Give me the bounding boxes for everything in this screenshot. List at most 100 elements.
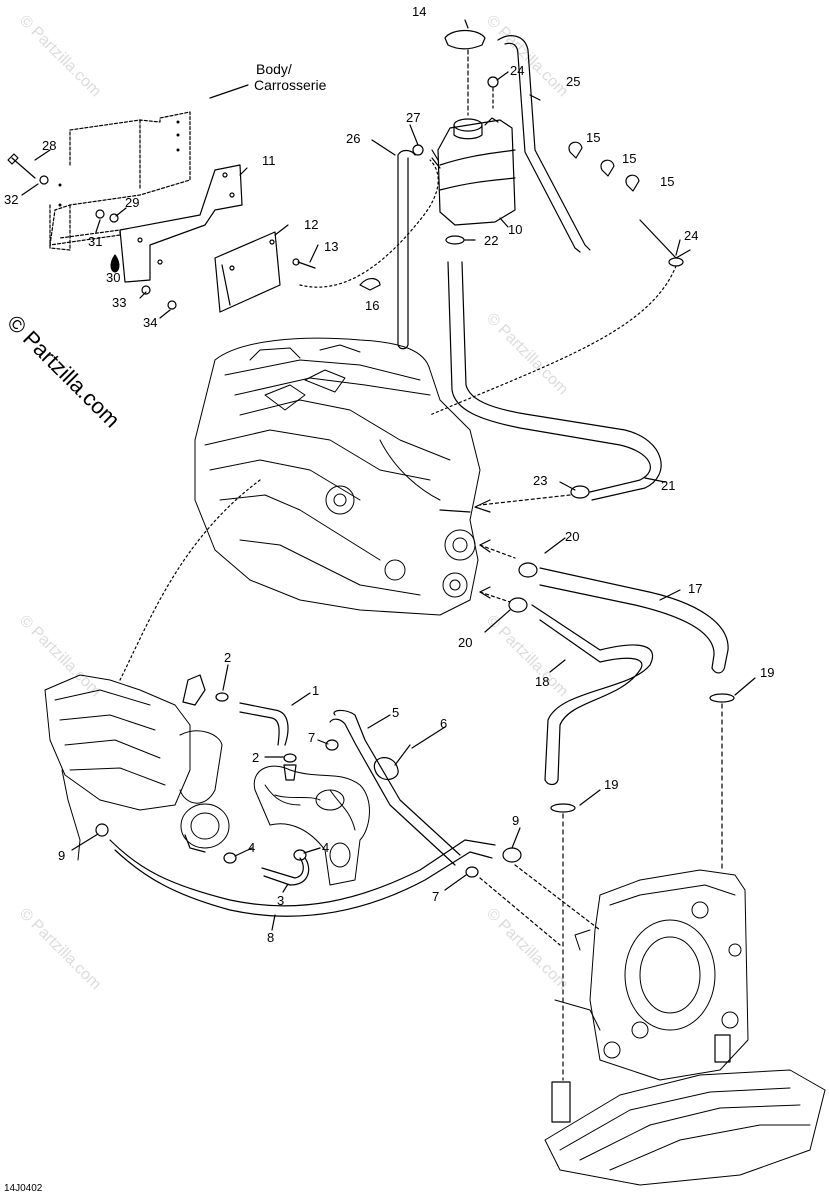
hose-21 — [447, 261, 662, 501]
callout-7: 7 — [308, 730, 315, 745]
clamp-15 — [600, 159, 615, 177]
hose-1 — [239, 702, 289, 746]
clamp-15 — [625, 174, 640, 192]
callout-26: 26 — [346, 131, 360, 146]
callout-25: 25 — [566, 74, 580, 89]
callout-20: 20 — [565, 529, 579, 544]
clamp-19-bottom — [550, 803, 576, 813]
clamp-9-left — [95, 823, 109, 837]
body-bracket-outline — [49, 111, 191, 251]
callout-5: 5 — [392, 705, 399, 720]
washer-33 — [141, 285, 151, 295]
clamp-22 — [445, 235, 465, 245]
ride-plate — [544, 1069, 826, 1186]
clamp-24-top — [487, 76, 499, 88]
clamp-2-bottom — [283, 753, 297, 763]
clamp-9-right — [502, 847, 522, 863]
hose-25 — [497, 35, 591, 253]
hose-17 — [539, 567, 729, 669]
clamp-2-top — [215, 692, 229, 702]
hose-8 — [109, 839, 496, 917]
hose-3 — [261, 857, 310, 886]
clamp-7-bottom — [465, 866, 479, 878]
callout-19: 19 — [604, 777, 618, 792]
coolant-reservoir-10 — [431, 117, 516, 226]
callout-13: 13 — [324, 239, 338, 254]
hose-26 — [397, 154, 409, 350]
callout-28: 28 — [42, 138, 56, 153]
callout-19: 19 — [760, 665, 774, 680]
hose-5 — [329, 709, 461, 866]
cap-14 — [444, 29, 486, 50]
callout-24: 24 — [510, 63, 524, 78]
body-label-line1: Body/ — [256, 61, 292, 77]
callout-12: 12 — [304, 217, 318, 232]
callout-2: 2 — [224, 650, 231, 665]
callout-9: 9 — [58, 848, 65, 863]
callout-17: 17 — [688, 581, 702, 596]
callout-15: 15 — [586, 130, 600, 145]
callout-22: 22 — [484, 233, 498, 248]
body-label-line2: Carrosserie — [254, 77, 327, 93]
fitting — [283, 764, 297, 781]
callout-33: 33 — [112, 295, 126, 310]
bolt-28 — [7, 153, 36, 179]
callout-4: 4 — [322, 840, 329, 855]
callout-34: 34 — [143, 315, 157, 330]
clip-16 — [359, 278, 381, 291]
bracket-12 — [214, 231, 281, 313]
clamp-24-bottom — [668, 257, 684, 267]
fitting-pump — [714, 1034, 731, 1063]
elbow-fitting — [182, 674, 206, 706]
callout-30: 30 — [106, 270, 120, 285]
clamp-20-bottom — [508, 597, 528, 613]
clamp-19-top — [709, 693, 735, 703]
fitting-pump — [551, 1081, 571, 1123]
clamp-27 — [412, 144, 424, 156]
clamp-7-top — [325, 739, 339, 751]
callout-23: 23 — [533, 473, 547, 488]
callout-14: 14 — [412, 4, 426, 19]
callout-7: 7 — [432, 889, 439, 904]
clamp-4-right — [293, 849, 307, 861]
hose-18 — [531, 604, 654, 781]
drop-30 — [110, 254, 120, 273]
callout-10: 10 — [508, 222, 522, 237]
exhaust-manifold — [44, 674, 230, 861]
engine-block — [194, 337, 481, 616]
figure-code: 14J0402 — [4, 1183, 43, 1194]
callout-6: 6 — [440, 716, 447, 731]
callout-3: 3 — [277, 893, 284, 908]
callout-18: 18 — [535, 674, 549, 689]
callout-32: 32 — [4, 192, 18, 207]
clamp-23 — [570, 485, 590, 499]
callout-9: 9 — [512, 813, 519, 828]
clamp-4-left — [223, 852, 237, 864]
clamp-6 — [373, 757, 399, 780]
callout-15: 15 — [660, 174, 674, 189]
callout-20: 20 — [458, 635, 472, 650]
callout-24: 24 — [684, 228, 698, 243]
clamp-20-top — [518, 562, 538, 578]
bracket-11 — [119, 164, 243, 283]
callout-11: 11 — [262, 153, 276, 168]
washer-31 — [95, 209, 105, 219]
callout-8: 8 — [267, 930, 274, 945]
callout-27: 27 — [406, 110, 420, 125]
jet-pump-housing — [554, 869, 749, 1081]
corrugated-hose — [253, 765, 370, 886]
nut-34 — [167, 300, 177, 310]
callout-29: 29 — [125, 195, 139, 210]
fitting-left — [184, 834, 206, 853]
nut-29 — [109, 213, 119, 223]
callout-4: 4 — [248, 840, 255, 855]
callout-1: 1 — [312, 683, 319, 698]
callout-16: 16 — [365, 298, 379, 313]
callout-21: 21 — [661, 478, 675, 493]
clamp-15 — [568, 141, 583, 159]
callout-15: 15 — [622, 151, 636, 166]
callout-2: 2 — [252, 750, 259, 765]
washer-32 — [39, 175, 49, 185]
